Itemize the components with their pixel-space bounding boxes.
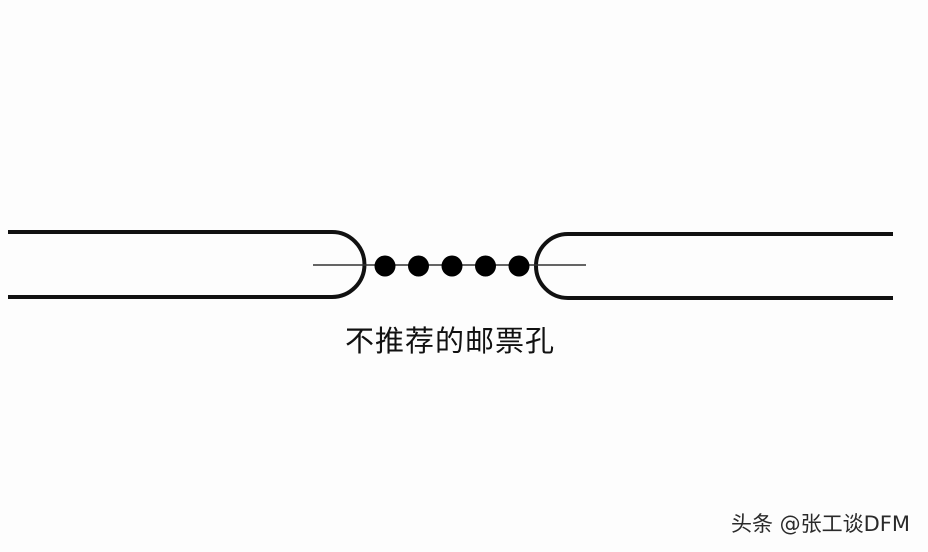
left-board-outline bbox=[8, 230, 367, 299]
watermark: 头条 @张工谈DFM bbox=[730, 512, 910, 536]
stamp-holes bbox=[374, 255, 530, 277]
stamp-hole bbox=[374, 255, 396, 277]
stamp-hole bbox=[475, 255, 496, 277]
diagram-caption: 不推荐的邮票孔 bbox=[344, 324, 555, 358]
stamp-hole bbox=[441, 255, 463, 277]
stamp-hole bbox=[508, 255, 530, 277]
right-board-outline bbox=[534, 232, 893, 300]
stamp-hole bbox=[408, 255, 429, 277]
